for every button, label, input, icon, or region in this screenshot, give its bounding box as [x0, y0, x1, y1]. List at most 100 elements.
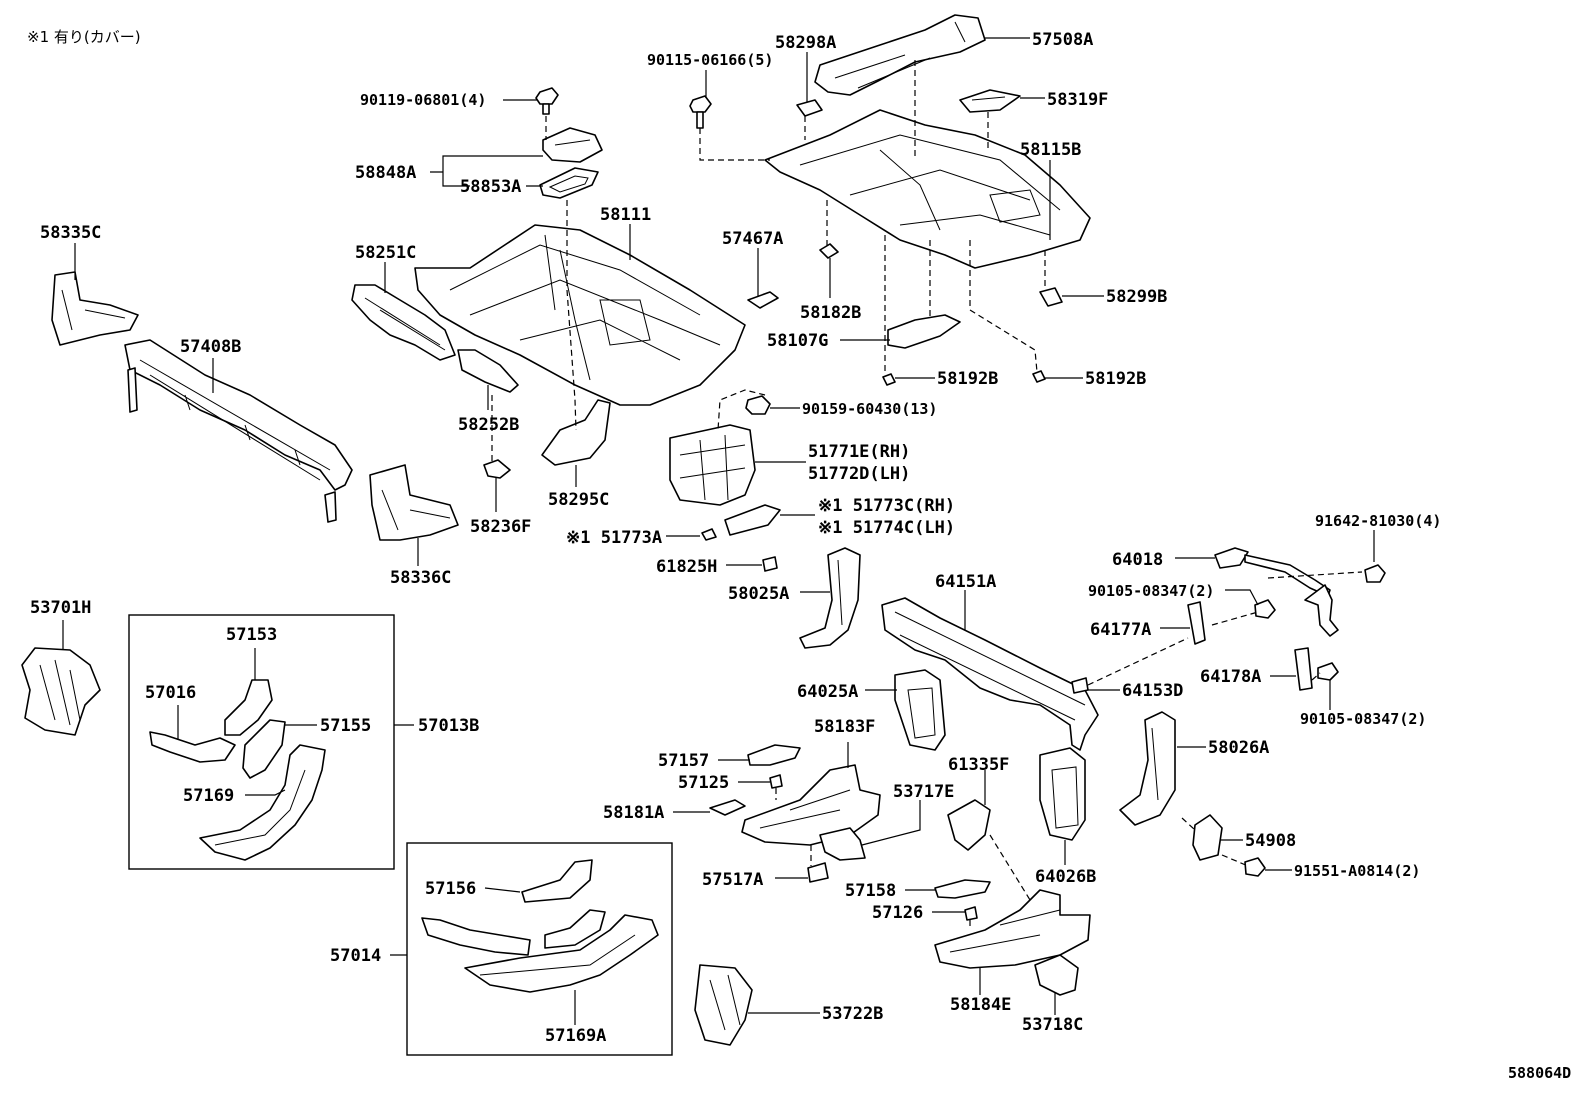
part-58192B-left[interactable] — [882, 373, 896, 386]
part-90159-bolt[interactable] — [745, 395, 771, 415]
label-90105-b[interactable]: 90105-08347(2) — [1300, 710, 1426, 728]
label-57158[interactable]: 57158 — [845, 881, 896, 901]
label-57157[interactable]: 57157 — [658, 751, 709, 771]
part-61335F[interactable] — [947, 799, 991, 851]
part-57408B[interactable] — [124, 339, 353, 523]
part-53717E[interactable] — [819, 827, 866, 861]
part-58183F[interactable] — [741, 764, 881, 846]
part-58848A[interactable] — [542, 127, 603, 163]
part-58236F[interactable] — [483, 459, 511, 479]
label-58298A[interactable]: 58298A — [775, 33, 836, 53]
label-64153D[interactable]: 64153D — [1122, 681, 1183, 701]
label-58111[interactable]: 58111 — [600, 205, 651, 225]
label-53701H[interactable]: 53701H — [30, 598, 91, 618]
label-57408B[interactable]: 57408B — [180, 337, 241, 357]
part-57169[interactable] — [199, 744, 326, 861]
part-58192B-right[interactable] — [1032, 370, 1046, 383]
part-64025A[interactable] — [894, 669, 946, 751]
label-58107G[interactable]: 58107G — [767, 331, 828, 351]
label-58184E[interactable]: 58184E — [950, 995, 1011, 1015]
part-58298A[interactable] — [796, 99, 823, 117]
label-58299B[interactable]: 58299B — [1106, 287, 1167, 307]
part-91642-nut[interactable] — [1364, 564, 1386, 583]
part-57155[interactable] — [242, 719, 286, 779]
part-57158[interactable] — [934, 879, 991, 899]
label-57155[interactable]: 57155 — [320, 716, 371, 736]
part-57014-mid[interactable] — [544, 909, 606, 949]
part-57467A[interactable] — [747, 291, 779, 309]
label-58251C[interactable]: 58251C — [355, 243, 416, 263]
label-64026B[interactable]: 64026B — [1035, 867, 1096, 887]
part-57517A[interactable] — [807, 862, 829, 883]
label-57156[interactable]: 57156 — [425, 879, 476, 899]
part-64151A[interactable] — [881, 597, 1099, 751]
part-64153D[interactable] — [1071, 677, 1089, 694]
label-57169A[interactable]: 57169A — [545, 1026, 606, 1046]
part-53722B[interactable] — [694, 964, 753, 1046]
label-58848A[interactable]: 58848A — [355, 163, 416, 183]
part-57126[interactable] — [964, 906, 978, 921]
part-58182B[interactable] — [819, 243, 839, 259]
part-51773C-51774C[interactable] — [724, 504, 781, 536]
label-58181A[interactable]: 58181A — [603, 803, 664, 823]
label-58182B[interactable]: 58182B — [800, 303, 861, 323]
label-54908[interactable]: 54908 — [1245, 831, 1296, 851]
part-64177A[interactable] — [1187, 601, 1206, 645]
part-57016[interactable] — [149, 731, 236, 763]
label-51774C[interactable]: ※1 51774C(LH) — [818, 518, 955, 538]
part-57014-left[interactable] — [421, 917, 531, 956]
part-57508A[interactable] — [814, 14, 986, 96]
label-51771E[interactable]: 51771E(RH) — [808, 442, 910, 462]
label-91551[interactable]: 91551-A0814(2) — [1294, 862, 1420, 880]
part-58299B[interactable] — [1039, 287, 1063, 307]
part-61825H[interactable] — [762, 556, 778, 572]
part-58181A[interactable] — [709, 799, 746, 816]
label-91642[interactable]: 91642-81030(4) — [1315, 512, 1441, 530]
part-57169A[interactable] — [464, 914, 659, 993]
label-51772D[interactable]: 51772D(LH) — [808, 464, 910, 484]
label-57126[interactable]: 57126 — [872, 903, 923, 923]
label-58252B[interactable]: 58252B — [458, 415, 519, 435]
label-57467A[interactable]: 57467A — [722, 229, 783, 249]
label-58336C[interactable]: 58336C — [390, 568, 451, 588]
label-64177A[interactable]: 64177A — [1090, 620, 1151, 640]
label-58183F[interactable]: 58183F — [814, 717, 875, 737]
part-64026B[interactable] — [1039, 747, 1086, 841]
part-53718C[interactable] — [1034, 954, 1079, 996]
label-58335C[interactable]: 58335C — [40, 223, 101, 243]
part-90119-bolt[interactable] — [535, 87, 559, 115]
label-64151A[interactable]: 64151A — [935, 572, 996, 592]
part-57157[interactable] — [747, 744, 801, 766]
label-90115[interactable]: 90115-06166(5) — [647, 51, 773, 69]
label-90105-a[interactable]: 90105-08347(2) — [1088, 582, 1214, 600]
part-64178A[interactable] — [1294, 647, 1313, 691]
part-58252B[interactable] — [457, 349, 519, 393]
label-64018[interactable]: 64018 — [1112, 550, 1163, 570]
label-58295C[interactable]: 58295C — [548, 490, 609, 510]
label-53717E[interactable]: 53717E — [893, 782, 954, 802]
part-58115B[interactable] — [764, 109, 1091, 269]
part-58184E[interactable] — [934, 889, 1091, 969]
label-57508A[interactable]: 57508A — [1032, 30, 1093, 50]
label-57153[interactable]: 57153 — [226, 625, 277, 645]
label-53718C[interactable]: 53718C — [1022, 1015, 1083, 1035]
part-58107G[interactable] — [887, 314, 961, 349]
part-58111[interactable] — [414, 224, 746, 406]
part-58025A[interactable] — [799, 547, 861, 649]
label-58025A[interactable]: 58025A — [728, 584, 789, 604]
part-91551-bolt[interactable] — [1244, 857, 1266, 877]
label-64025A[interactable]: 64025A — [797, 682, 858, 702]
part-57153[interactable] — [224, 679, 273, 736]
label-58319F[interactable]: 58319F — [1047, 90, 1108, 110]
label-90119[interactable]: 90119-06801(4) — [360, 91, 486, 109]
part-90105-bolt-a[interactable] — [1254, 599, 1276, 619]
label-58853A[interactable]: 58853A — [460, 177, 521, 197]
label-51773C[interactable]: ※1 51773C(RH) — [818, 496, 955, 516]
label-57125[interactable]: 57125 — [678, 773, 729, 793]
label-90159[interactable]: 90159-60430(13) — [802, 400, 937, 418]
part-58295C[interactable] — [541, 399, 611, 466]
label-61825H[interactable]: 61825H — [656, 557, 717, 577]
part-58319F[interactable] — [959, 89, 1021, 113]
label-61335F[interactable]: 61335F — [948, 755, 1009, 775]
label-58192B-right[interactable]: 58192B — [1085, 369, 1146, 389]
